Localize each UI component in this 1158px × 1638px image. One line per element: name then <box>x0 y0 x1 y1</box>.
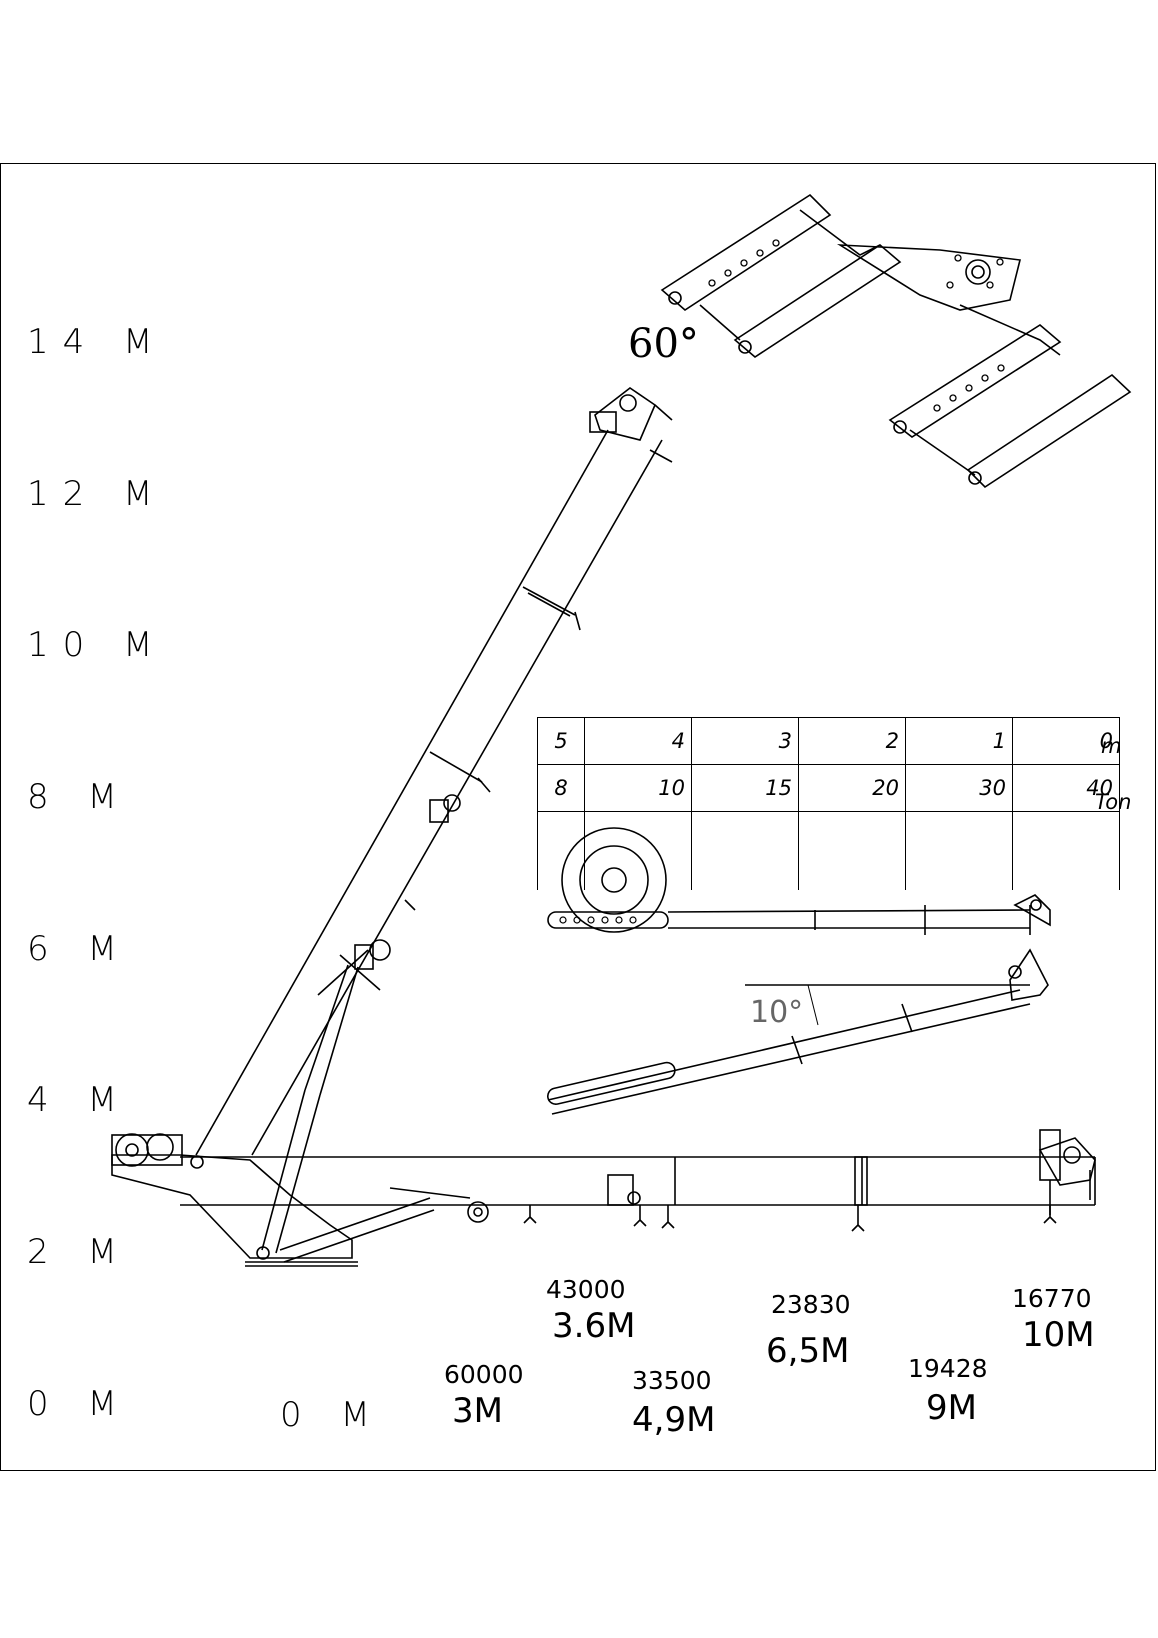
table-cell <box>798 811 906 890</box>
load-weight-1: 60000 <box>444 1360 524 1389</box>
angle-label-10: 10° <box>750 995 804 1030</box>
load-weight-2: 43000 <box>546 1275 626 1304</box>
load-weight-3: 33500 <box>632 1366 712 1395</box>
load-distance-1: 3M <box>452 1391 503 1431</box>
table-cell: 1 <box>905 717 1013 765</box>
load-distance-5: 9M <box>926 1388 977 1428</box>
lower-ram <box>279 1187 489 1263</box>
height-mark-0: 0 M <box>27 1384 131 1424</box>
table-cell <box>537 811 585 890</box>
table-cell: 4 <box>584 717 692 765</box>
reach-row: 5 4 3 2 1 0 <box>537 717 1120 765</box>
table-cell <box>1012 811 1120 890</box>
hydraulic-ram <box>256 949 381 1260</box>
load-distance-4: 6,5M <box>766 1331 850 1371</box>
table-cell: 30 <box>905 764 1013 812</box>
load-weight-6: 16770 <box>1012 1284 1092 1313</box>
base-distance-label: 0 M <box>280 1395 384 1435</box>
horizontal-boom <box>180 1129 1096 1232</box>
load-distance-6: 10M <box>1022 1315 1095 1355</box>
height-mark-4: 4 M <box>27 1080 131 1120</box>
load-table: 5 4 3 2 1 0 8 10 15 20 30 40 <box>537 717 1120 890</box>
table-cell: 20 <box>798 764 906 812</box>
luffing-boom <box>195 387 673 1156</box>
load-distance-2: 3.6M <box>552 1306 636 1346</box>
table-cell: 10 <box>584 764 692 812</box>
blank-row <box>537 811 1120 890</box>
height-mark-14: 14 M <box>27 322 167 362</box>
table-cell: 5 <box>537 717 585 765</box>
table-cell: 15 <box>691 764 799 812</box>
load-weight-4: 23830 <box>771 1290 851 1319</box>
reach-unit: m <box>1101 734 1122 758</box>
table-cell <box>691 811 799 890</box>
capacity-row: 8 10 15 20 30 40 <box>537 764 1120 812</box>
table-cell: 3 <box>691 717 799 765</box>
height-mark-8: 8 M <box>27 777 131 817</box>
height-mark-12: 12 M <box>27 474 167 514</box>
load-distance-3: 4,9M <box>632 1400 716 1440</box>
angle-label-60: 60° <box>628 321 699 367</box>
base-frame <box>111 1133 358 1267</box>
height-mark-10: 10 M <box>27 625 167 665</box>
drawing-frame <box>0 163 1156 1471</box>
table-cell <box>905 811 1013 890</box>
table-cell: 8 <box>537 764 585 812</box>
table-cell: 40 <box>1012 764 1120 812</box>
table-cell: 2 <box>798 717 906 765</box>
inset-angled-boom <box>546 948 1049 1115</box>
isometric-frame <box>660 193 1132 489</box>
height-mark-6: 6 M <box>27 929 131 969</box>
load-weight-5: 19428 <box>908 1354 988 1383</box>
height-mark-2: 2 M <box>27 1232 131 1272</box>
table-cell <box>584 811 692 890</box>
capacity-unit: Ton <box>1095 790 1132 814</box>
